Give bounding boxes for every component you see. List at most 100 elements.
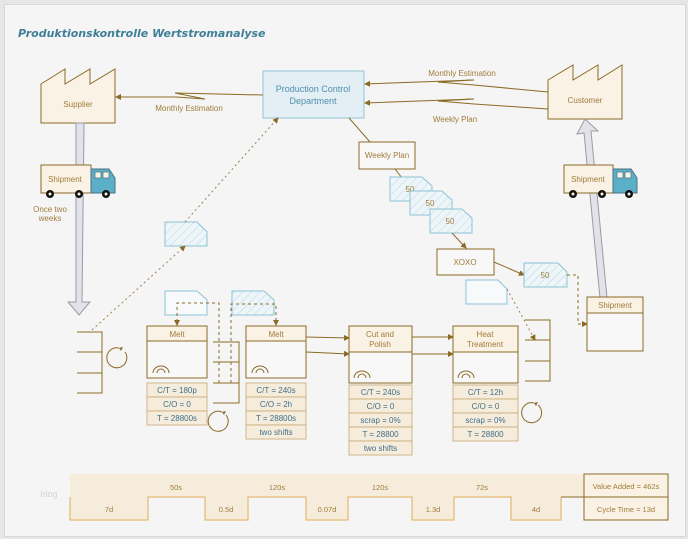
data-box-value: C/O = 0 (472, 402, 500, 411)
push-arrow-supplier (66, 122, 92, 316)
signal-to-kanban-dotted (91, 245, 186, 331)
truck-left[interactable]: Shipment (40, 164, 116, 198)
process-4-name-1: Heat (477, 330, 495, 339)
data-box-value: scrap = 0% (465, 416, 505, 425)
truck-right[interactable]: Shipment (563, 164, 638, 198)
signal-kanban[interactable] (164, 221, 208, 247)
timeline-ladder (69, 496, 562, 521)
data-box-value: C/O = 0 (163, 400, 191, 409)
production-kanban-2[interactable] (231, 290, 275, 316)
kanban-card-3[interactable]: 50 (429, 208, 473, 234)
shipment-box-label: Shipment (598, 301, 633, 310)
weekly-plan-box[interactable]: Weekly Plan (358, 141, 416, 170)
production-control-box[interactable]: Production Control Department (262, 70, 365, 119)
withdrawal-kanban[interactable]: 50 (523, 262, 568, 288)
customer-factory[interactable]: Customer (547, 64, 623, 120)
flow-arrow-melt-cut-2 (305, 350, 350, 357)
supplier-frequency-1: Once two (33, 205, 67, 214)
process-3-name-1: Cut and (366, 330, 394, 339)
process-2-name: Melt (268, 330, 284, 339)
process-time-1: 50s (170, 483, 182, 492)
production-kanban-1[interactable] (164, 290, 208, 316)
customer-monthly-label: Monthly Estimation (428, 69, 496, 78)
withdrawal-loop-icon-1 (106, 347, 128, 369)
data-box-value: C/O = 0 (367, 402, 395, 411)
process-melt-1[interactable]: Melt (146, 325, 208, 379)
kanban-to-control-dotted (184, 117, 279, 223)
data-box-value: two shifts (364, 444, 397, 453)
control-to-weekly-plan-line (348, 117, 371, 143)
shipment-box[interactable]: Shipment (586, 296, 644, 352)
truck-left-label: Shipment (48, 175, 83, 184)
xoxo-box[interactable]: XOXO (436, 248, 495, 276)
withdrawal-loop-icon-3 (521, 402, 543, 424)
kanban-to-shipment-dashed (567, 274, 588, 327)
process-3-name-2: Polish (369, 340, 391, 349)
supplier-frequency-2: weeks (38, 214, 62, 223)
data-box-value: T = 28800s (256, 414, 296, 423)
wait-time-5: 4d (532, 505, 540, 514)
operator-icon (251, 365, 269, 374)
data-box-value: two shifts (259, 428, 292, 437)
data-box-value: scrap = 0% (360, 416, 400, 425)
process-time-4: 72s (476, 483, 488, 492)
withdrawal-loop-icon-2 (207, 410, 229, 432)
signal-kanban-right[interactable] (465, 279, 508, 305)
push-arrow-customer (576, 118, 608, 299)
data-box-value: C/T = 180p (157, 386, 197, 395)
data-box-value: T = 28800s (157, 414, 197, 423)
weekly-plan-label: Weekly Plan (365, 151, 409, 160)
page-title: Produktionskontrolle Wertstromanalyse (18, 27, 266, 40)
supplier-info-label: Monthly Estimation (155, 104, 223, 113)
wait-time-2: 0.5d (219, 505, 234, 514)
supplier-label: Supplier (63, 100, 93, 109)
data-box-value: T = 28800 (362, 430, 399, 439)
electronic-info-arrow-monthly (364, 79, 549, 93)
process-cut-polish[interactable]: Cut and Polish (348, 325, 413, 384)
process-1-name: Melt (169, 330, 185, 339)
operator-icon (353, 370, 371, 379)
process-time-3: 120s (372, 483, 389, 492)
supplier-factory[interactable]: Supplier (40, 68, 116, 124)
withdrawal-kanban-qty: 50 (541, 271, 550, 280)
process-time-2: 120s (269, 483, 286, 492)
supermarket-left (77, 331, 103, 394)
xoxo-label: XOXO (453, 258, 476, 267)
electronic-info-arrow-supplier (115, 92, 264, 100)
kanban-card-2-qty: 50 (426, 199, 435, 208)
kanban-loop-1 (174, 302, 220, 383)
cycle-time: Cycle Time = 13d (597, 505, 655, 514)
data-box-value: C/O = 2h (260, 400, 292, 409)
data-box-value: C/T = 240s (361, 388, 400, 397)
watermark: blog (40, 489, 57, 499)
production-control-label-1: Production Control (276, 84, 351, 94)
data-box-cell (146, 410, 208, 426)
production-control-label-2: Department (289, 96, 337, 106)
data-box-cell (245, 424, 307, 440)
customer-weekly-label: Weekly Plan (433, 115, 477, 124)
kanban-card-1-qty: 50 (406, 185, 415, 194)
operator-icon (152, 365, 170, 374)
kanban-card-3-qty: 50 (446, 217, 455, 226)
timeline: blog 50s 120s 120s 72s 7d 0.5d 0.07d 1.3… (40, 474, 588, 521)
process-melt-2[interactable]: Melt (245, 325, 307, 379)
value-added: Value Added = 462s (593, 482, 660, 491)
flow-arrow-melt-cut-1 (305, 334, 350, 341)
process-heat-treatment[interactable]: Heat Treatment (452, 325, 519, 384)
supermarket-right (525, 319, 551, 382)
electronic-info-arrow-weekly (364, 98, 549, 110)
data-box-cell (348, 440, 413, 456)
process-4-name-2: Treatment (467, 340, 504, 349)
wait-time-3: 0.07d (318, 505, 337, 514)
xoxo-to-kanban-arrow (493, 261, 525, 276)
kanban-loop-2 (230, 303, 279, 383)
customer-label: Customer (568, 96, 603, 105)
summary-box: Value Added = 462s Cycle Time = 13d (583, 473, 669, 521)
truck-right-label: Shipment (571, 175, 606, 184)
kanban-to-xoxo-arrow (451, 232, 467, 249)
supermarket-middle (213, 341, 240, 404)
data-box-value: C/T = 240s (256, 386, 295, 395)
data-box-cell (452, 426, 519, 442)
